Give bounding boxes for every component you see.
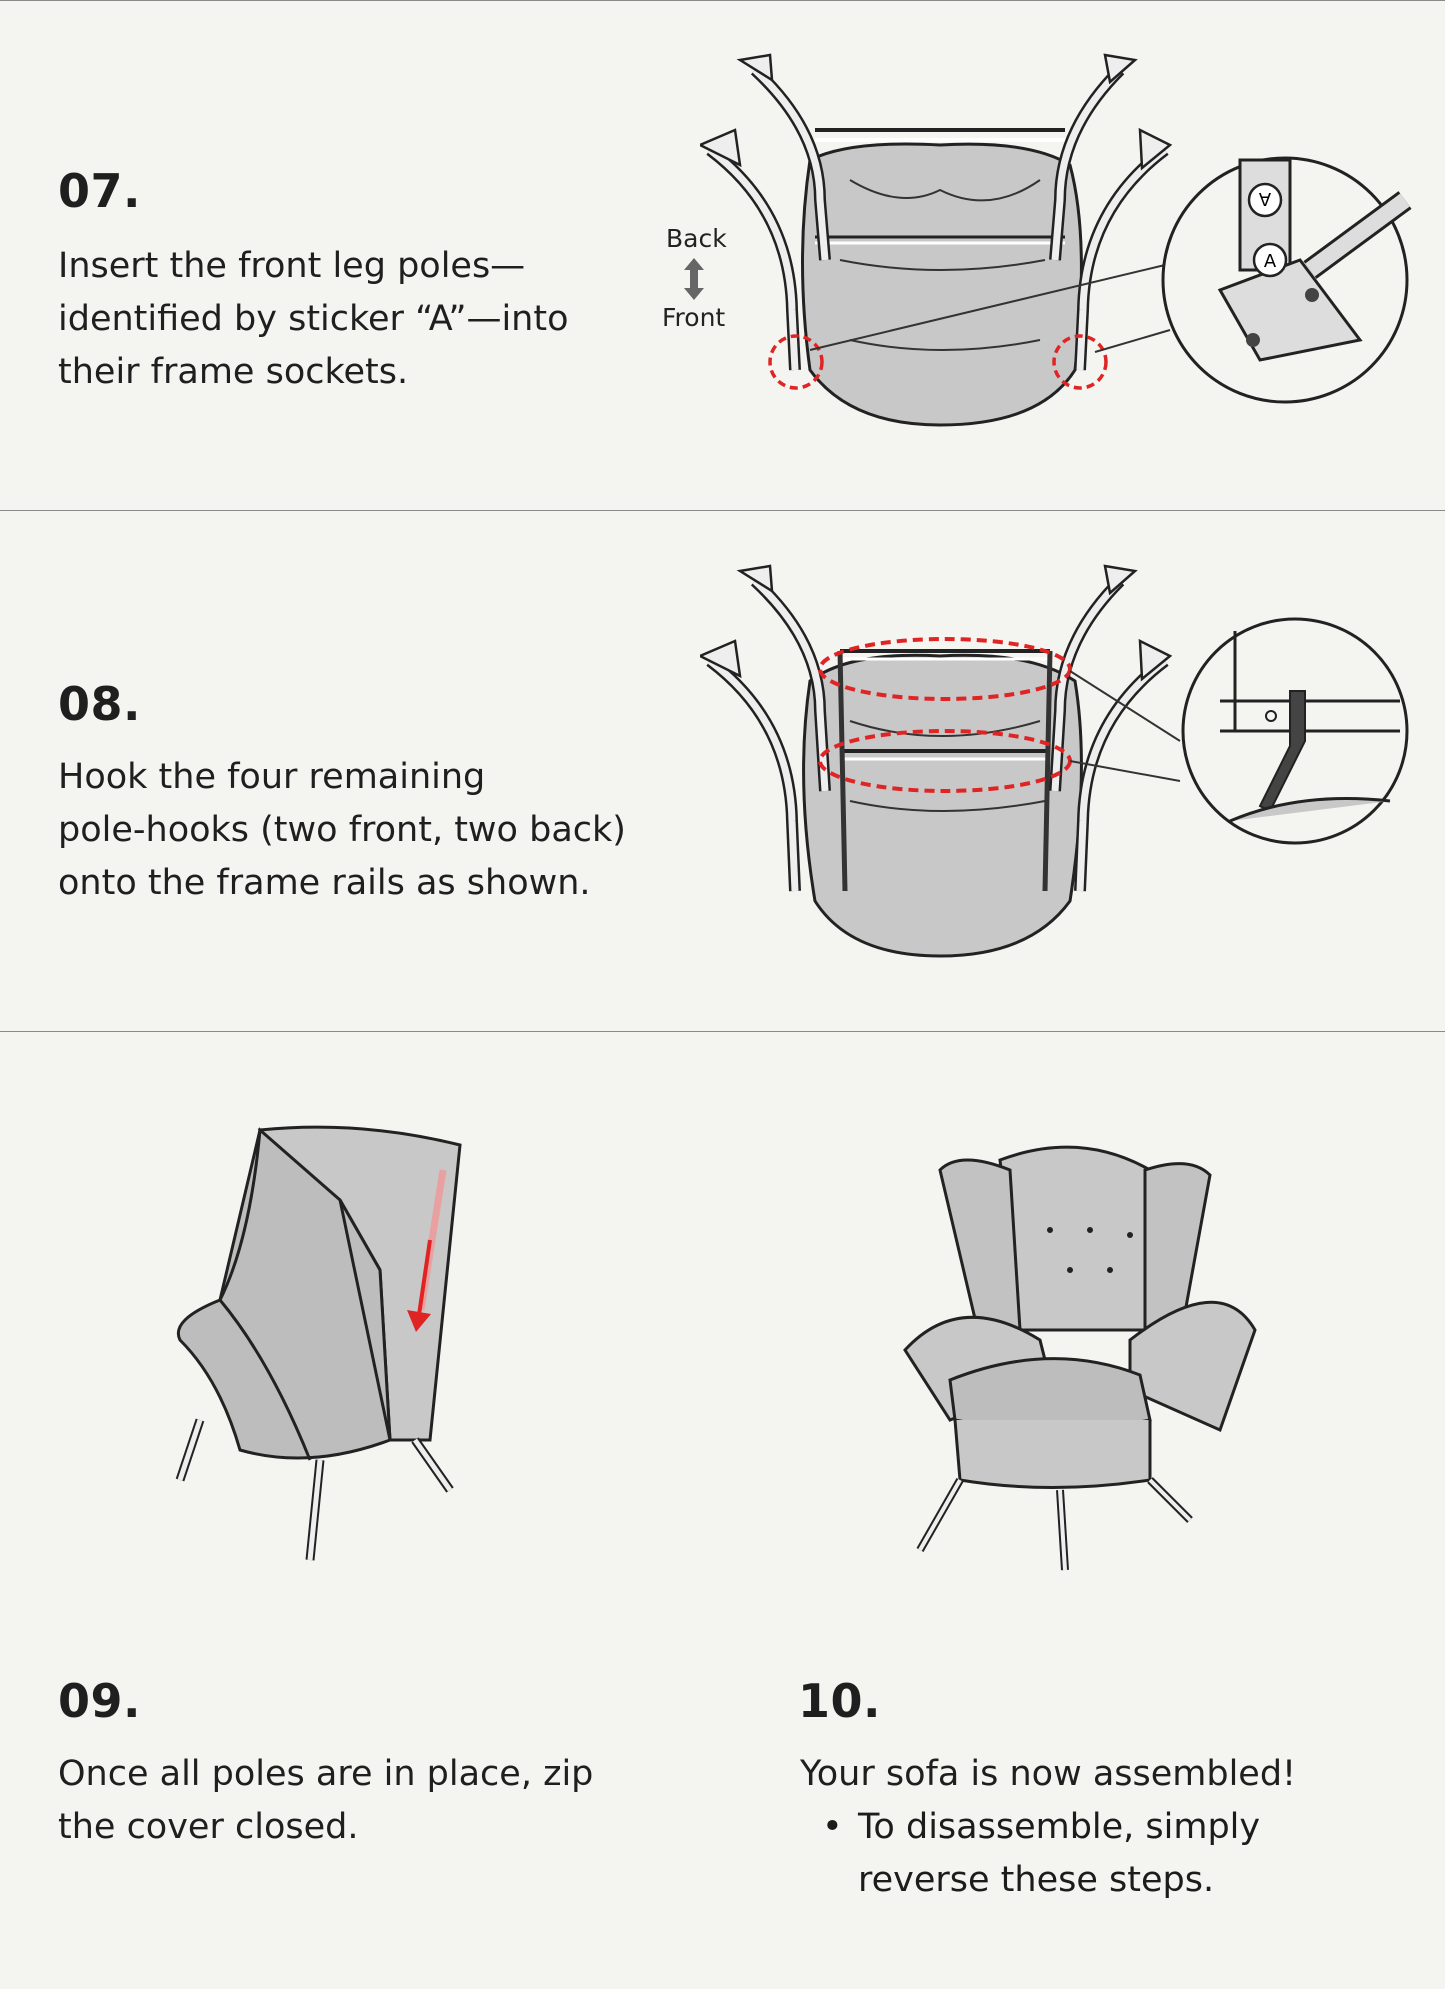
zip-cover-illustration	[175, 1125, 462, 1561]
step-09-text: Once all poles are in place, zip the cov…	[58, 1754, 594, 1847]
top-border	[0, 0, 1445, 1]
sticker-a-inverted: A	[1258, 188, 1271, 209]
sticker-a: A	[1264, 251, 1277, 272]
step-08-text: Hook the four remaining pole-hooks (two …	[58, 757, 626, 903]
step-08-number: 08.	[58, 677, 141, 731]
step-07-section: 07. Insert the front leg poles— identifi…	[0, 0, 1445, 510]
assembled-sofa-illustration	[903, 1145, 1257, 1571]
step-10-text: Your sofa is now assembled!	[800, 1754, 1297, 1794]
step-10-number: 10.	[798, 1674, 881, 1728]
sofa-frame-top-view-illustration: A A	[700, 53, 1412, 427]
divider-08-09	[0, 1031, 1445, 1032]
front-label: Front	[662, 303, 726, 332]
step-08-section: 08. Hook the four remaining pole-hooks (…	[0, 511, 1445, 1031]
pole-hook-illustration	[700, 564, 1409, 958]
step-07-text: Insert the front leg poles— identified b…	[58, 246, 569, 392]
divider-07-08	[0, 510, 1445, 511]
zip-arrow-icon	[407, 1310, 431, 1332]
step-07-number: 07.	[58, 164, 141, 218]
back-label: Back	[666, 224, 727, 253]
step-10-bullets: To disassemble, simply reverse these ste…	[800, 1801, 1260, 1907]
list-item: To disassemble, simply reverse these ste…	[800, 1801, 1260, 1907]
up-down-arrow-icon	[684, 258, 704, 300]
step-09-number: 09.	[58, 1674, 141, 1728]
